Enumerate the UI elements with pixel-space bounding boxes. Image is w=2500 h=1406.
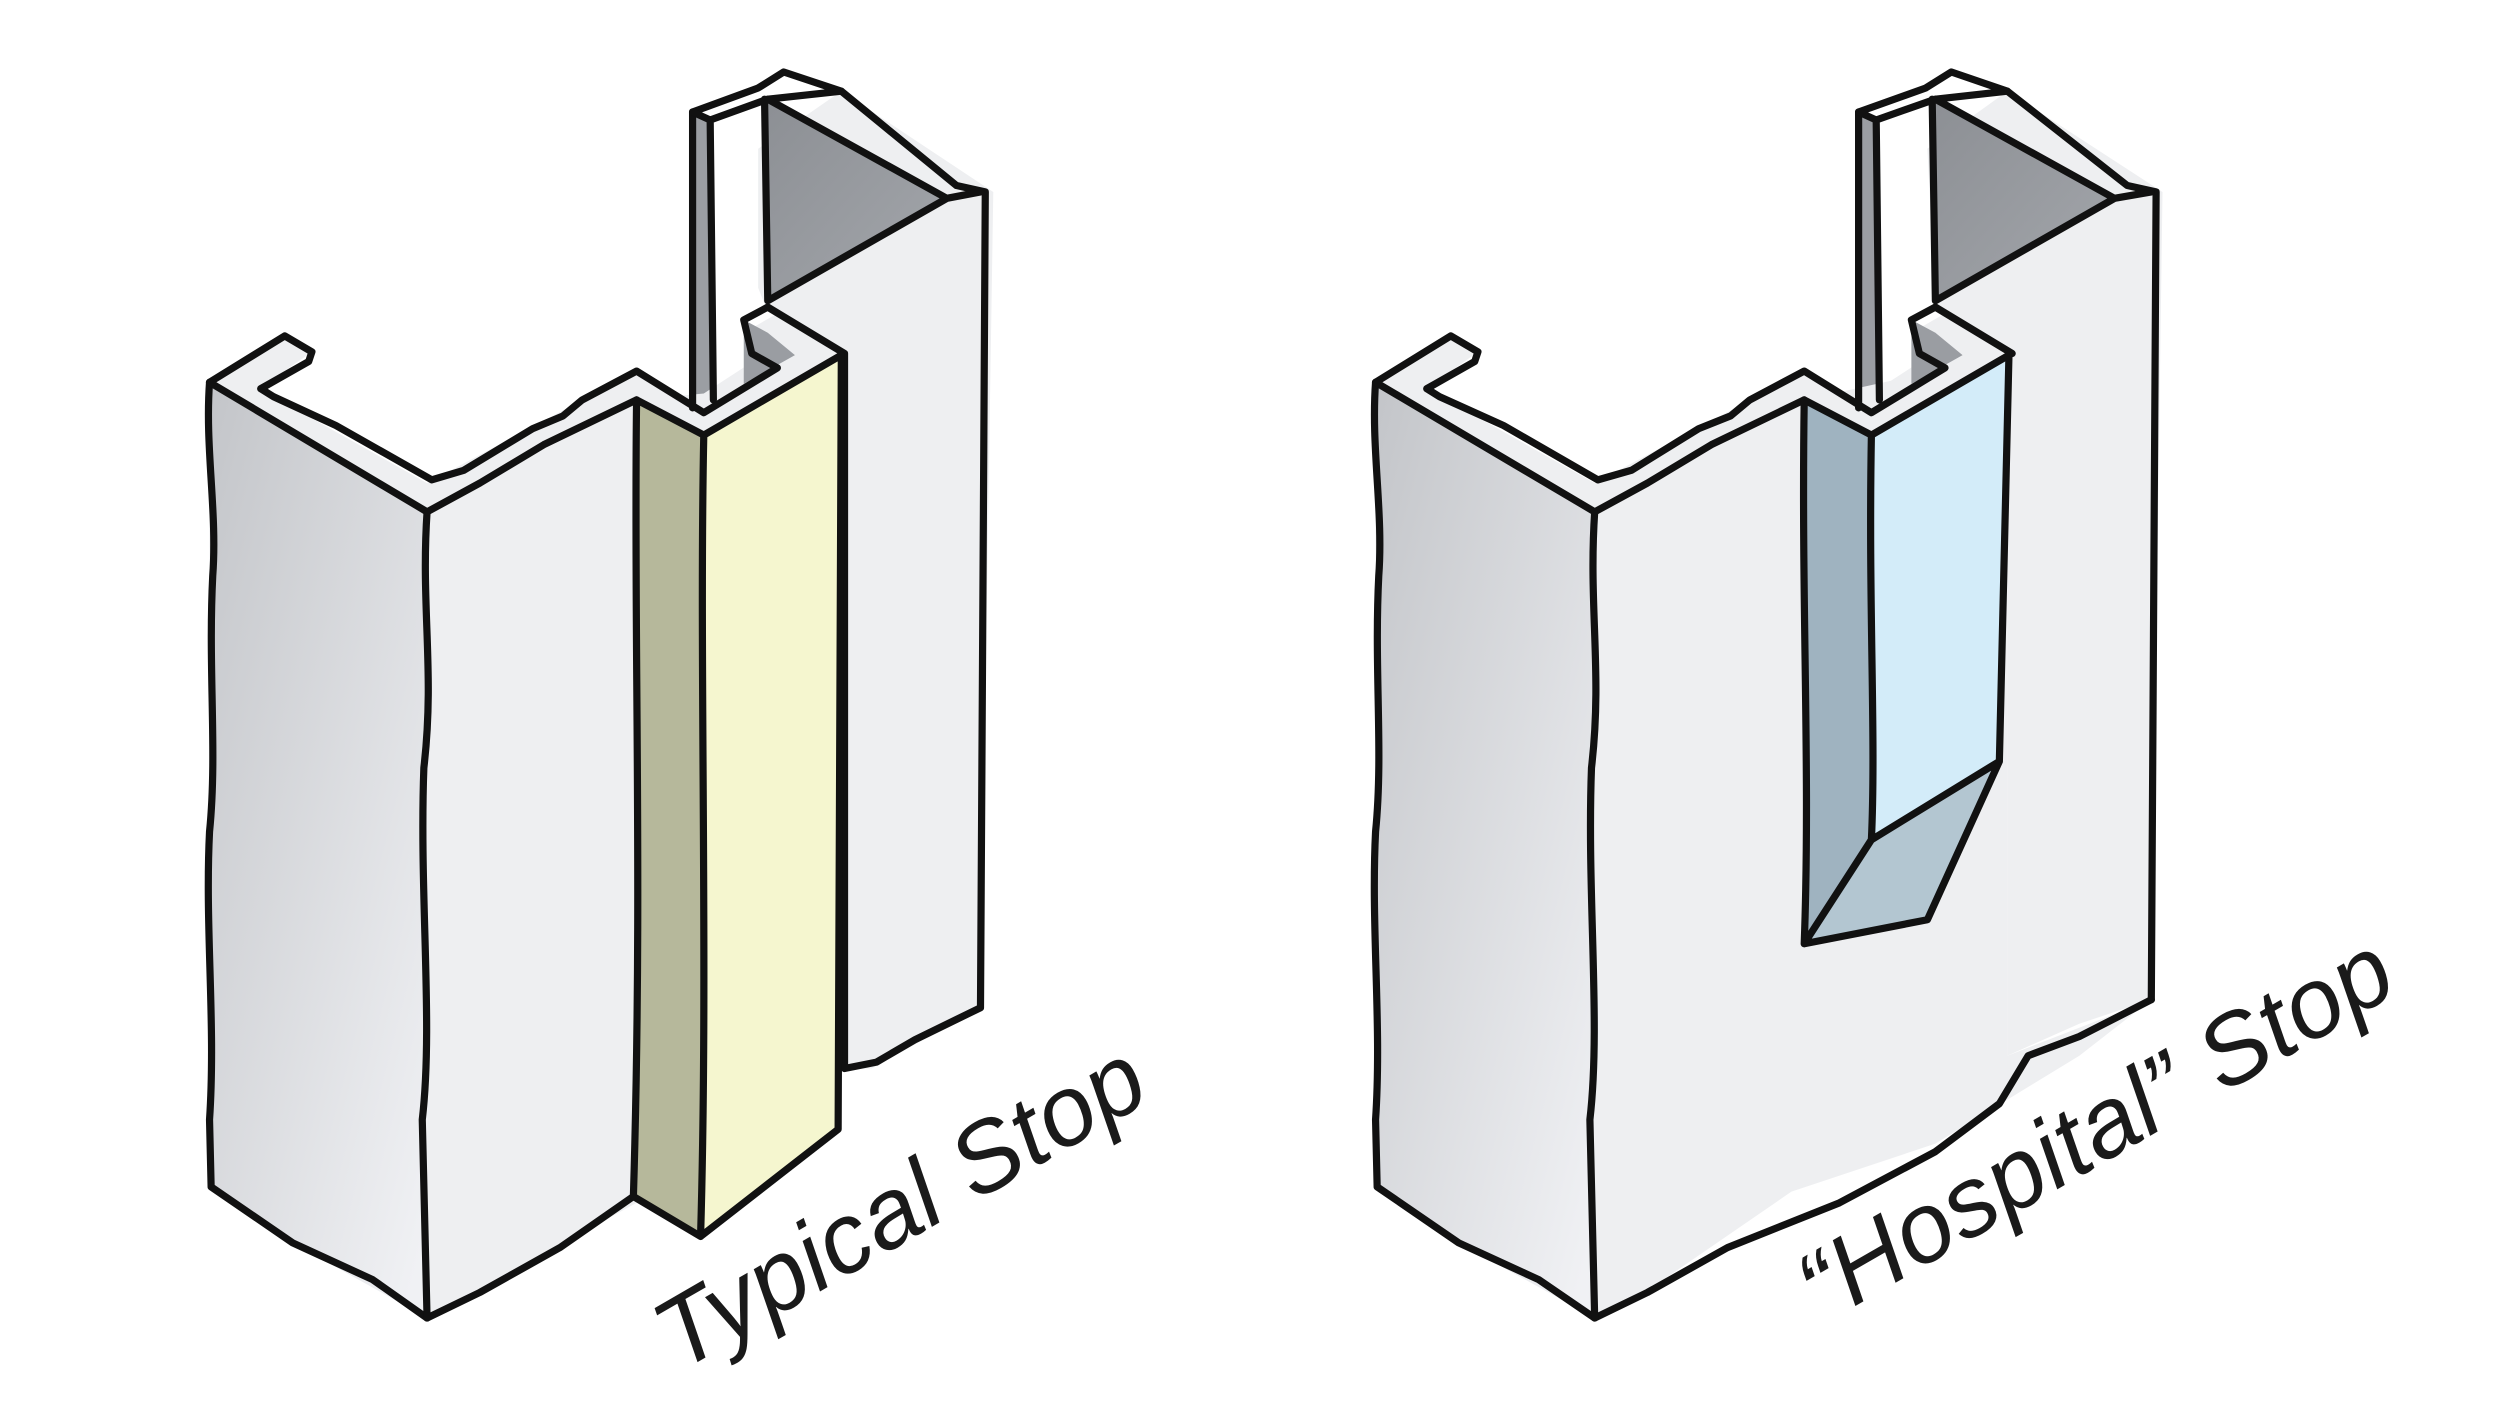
typical-outer-outline (205, 68, 989, 1073)
hospital-stop-frame (1370, 68, 2163, 1322)
typical-back-edges (688, 87, 985, 404)
typical-left-side-face (209, 382, 428, 1319)
typical-inner-return-face (764, 99, 947, 301)
hospital-stop-front-face (1871, 355, 2009, 840)
typical-left-edge (204, 378, 637, 1322)
hospital-notch-face (1911, 319, 1963, 384)
hospital-stop-bevel-face (1804, 761, 2000, 944)
hospital-top-inner (1371, 378, 1808, 516)
typical-notch-face (743, 319, 795, 384)
typical-front-face (427, 399, 637, 1319)
typical-stop-side-face (633, 399, 704, 1237)
typical-stop-frame (204, 68, 994, 1322)
typical-stop-edges (629, 351, 845, 1241)
hospital-left-edge (1370, 378, 2155, 1322)
hospital-left-side-face (1375, 382, 1595, 1319)
hospital-inner-return-face (1932, 99, 2115, 301)
hospital-back-edges (1855, 87, 2155, 404)
typical-back-wall-face (758, 91, 994, 1069)
typical-top-inner (205, 378, 641, 516)
hospital-back-wall-face (1927, 91, 2163, 1056)
hospital-stop-edges (1799, 351, 2013, 948)
hospital-corner-edge (1586, 508, 1600, 1322)
typical-stop-front-face (700, 355, 842, 1237)
hospital-stop-side-face (1804, 399, 1872, 944)
typical-corner-edge (418, 508, 432, 1322)
